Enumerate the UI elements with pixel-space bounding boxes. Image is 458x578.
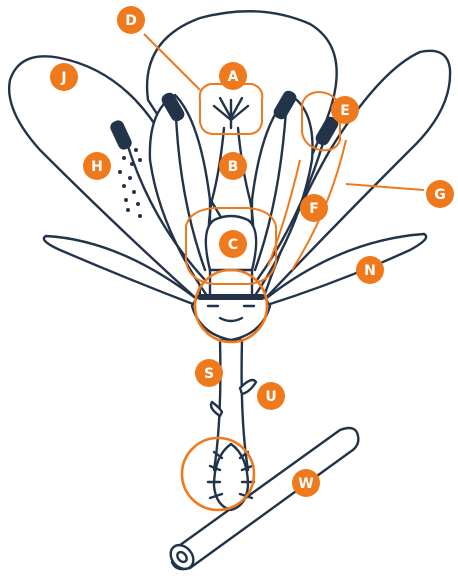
- svg-text:U: U: [265, 389, 276, 405]
- svg-text:E: E: [340, 103, 350, 119]
- pollen-dots: [118, 148, 142, 218]
- label-badge-F: F: [300, 194, 328, 222]
- branch: [169, 426, 360, 571]
- label-badge-D: D: [117, 6, 145, 34]
- svg-text:F: F: [309, 201, 319, 217]
- anthers: [110, 90, 339, 150]
- svg-text:J: J: [60, 70, 66, 86]
- svg-text:D: D: [125, 13, 137, 29]
- stamens: [124, 108, 326, 282]
- label-badge-W: W: [292, 469, 320, 497]
- svg-text:B: B: [228, 159, 239, 175]
- svg-text:W: W: [298, 476, 313, 492]
- svg-text:G: G: [434, 187, 446, 203]
- receptacle: [190, 294, 272, 342]
- svg-text:C: C: [228, 237, 238, 253]
- label-badge-J: J: [50, 63, 78, 91]
- label-badge-B: B: [219, 152, 247, 180]
- label-badge-S: S: [195, 359, 223, 387]
- svg-text:H: H: [91, 159, 103, 175]
- label-badge-N: N: [356, 256, 384, 284]
- label-badge-H: H: [83, 152, 111, 180]
- right-low-petal: [262, 232, 428, 308]
- svg-text:A: A: [228, 69, 239, 85]
- label-badge-U: U: [257, 382, 285, 410]
- inner-left-petal: [148, 93, 212, 302]
- left-low-petal: [42, 234, 200, 308]
- svg-text:N: N: [364, 263, 376, 279]
- label-badge-E: E: [331, 96, 359, 124]
- label-badge-C: C: [219, 230, 247, 258]
- label-badge-A: A: [219, 62, 247, 90]
- label-badge-G: G: [426, 180, 454, 208]
- highlights: [143, 33, 425, 512]
- inner-right-petal: [250, 93, 314, 302]
- svg-text:S: S: [204, 366, 214, 382]
